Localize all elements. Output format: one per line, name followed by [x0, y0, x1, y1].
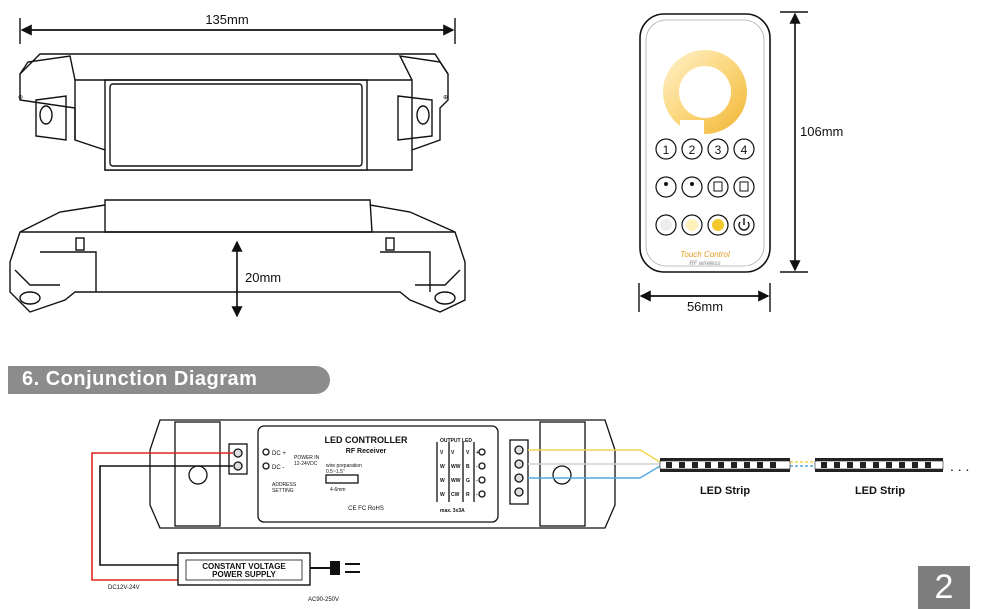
address-label: ADDRESS — [272, 482, 297, 488]
dc-voltage-label: DC12V-24V — [108, 585, 140, 591]
out-col2-row2: WW — [451, 464, 461, 470]
led-chip — [731, 462, 737, 468]
out-col4-row3: - — [476, 478, 478, 484]
remote-button-2: 2 — [689, 143, 696, 157]
led-chip — [757, 462, 763, 468]
setting-label: SETTING — [272, 488, 294, 494]
wire-gauge-label: 0.5~1.5" — [326, 469, 345, 475]
psu-line1: CONSTANT VOLTAGE — [202, 562, 286, 571]
out-col1-row1: V — [440, 450, 444, 456]
strip-length-label: 4-6mm — [330, 487, 346, 493]
section-header: 6. Conjunction Diagram — [8, 366, 330, 394]
remote-button-3: 3 — [715, 143, 722, 157]
out-col3-row1: V — [466, 450, 470, 456]
dc-minus-label: DC - — [272, 465, 284, 471]
led-chip — [770, 462, 776, 468]
sun-icon — [664, 182, 668, 186]
controller-title: LED CONTROLLER — [325, 435, 408, 445]
plus-mark-right: ⊕ — [443, 95, 448, 101]
out-col3-row4: R — [466, 492, 470, 498]
led-chip — [692, 462, 698, 468]
red-wire — [91, 452, 233, 581]
dc-plus-label: DC + — [272, 451, 286, 457]
dimension-remote-width: 56mm — [687, 299, 723, 314]
plus-mark-left: ⊕ — [18, 95, 23, 101]
led-chip — [886, 462, 892, 468]
out-col2-row4: CW — [451, 492, 460, 498]
remote-row2-icons — [664, 181, 749, 192]
out-col4-row4: - — [476, 492, 478, 498]
led-strip-label-2: LED Strip — [855, 485, 905, 497]
out-col4-row2: - — [476, 464, 478, 470]
remote-button-1: 1 — [663, 143, 670, 157]
led-chip — [679, 462, 685, 468]
yellow-wire — [528, 449, 661, 463]
led-chip — [925, 462, 931, 468]
save-icon-2 — [739, 181, 749, 192]
led-chip — [744, 462, 750, 468]
output-led-label: OUTPUT LED — [440, 438, 472, 444]
input-wires — [91, 452, 360, 581]
led-chip — [705, 462, 711, 468]
controller-subtitle: RF Receiver — [346, 448, 387, 455]
led-chips — [666, 462, 931, 468]
power-in-label: POWER IN — [294, 455, 320, 461]
out-col2-row3: WW — [451, 478, 461, 484]
led-chip — [847, 462, 853, 468]
led-chip — [718, 462, 724, 468]
ac-voltage-label: AC90-250V — [308, 597, 339, 603]
warm-swatch-icon — [712, 219, 724, 231]
power-range-label: 12-24VDC — [294, 461, 318, 467]
conjunction-controller — [149, 419, 616, 529]
led-strip-label-1: LED Strip — [700, 485, 750, 497]
remote-control — [639, 13, 771, 273]
remote-buttons — [655, 138, 755, 236]
remote-brand-line2: RF wireless — [689, 261, 720, 267]
led-strip-1 — [659, 458, 791, 472]
led-chip — [834, 462, 840, 468]
certifications-label: CE FC RoHS — [348, 506, 384, 512]
wire-prep-label: wire preparation — [326, 463, 362, 469]
section-title-text: 6. Conjunction Diagram — [22, 368, 258, 390]
psu-line2: POWER SUPPLY — [212, 570, 276, 579]
out-col1-row3: W — [440, 478, 445, 484]
led-chip — [899, 462, 905, 468]
controller-side-view — [9, 199, 466, 318]
out-col3-row2: B — [466, 464, 470, 470]
dimension-length-label: 135mm — [205, 12, 248, 27]
output-wires — [528, 449, 815, 479]
led-chip — [912, 462, 918, 468]
neutral-swatch-icon — [686, 219, 698, 231]
led-chip — [666, 462, 672, 468]
out-col4-row1: + — [476, 450, 479, 456]
save-icon — [713, 181, 723, 192]
black-wire — [99, 465, 233, 566]
out-col3-row3: G — [466, 478, 470, 484]
power-icon — [738, 218, 750, 231]
remote-row3-swatches — [660, 218, 750, 231]
page-number: 2 — [934, 568, 954, 606]
dimension-height-label: 20mm — [245, 270, 281, 285]
brightness-icon — [690, 182, 694, 186]
out-col1-row2: W — [440, 464, 445, 470]
white-swatch-icon — [660, 219, 672, 231]
remote-brand-line1: Touch Control — [680, 250, 730, 259]
remote-dimensions — [638, 11, 808, 312]
controller-top-view: ⊕ ⊕ — [18, 18, 456, 171]
blue-wire — [528, 465, 661, 479]
remote-button-4: 4 — [741, 143, 748, 157]
max-output-label: max. 3x3A — [440, 508, 465, 514]
led-chip — [860, 462, 866, 468]
out-col2-row1: V — [451, 450, 455, 456]
dimension-remote-height: 106mm — [800, 124, 843, 139]
out-col1-row4: W — [440, 492, 445, 498]
led-chip — [821, 462, 827, 468]
page-number-badge: 2 — [918, 566, 970, 609]
continuation-dots: . . . — [950, 458, 969, 474]
led-chip — [873, 462, 879, 468]
